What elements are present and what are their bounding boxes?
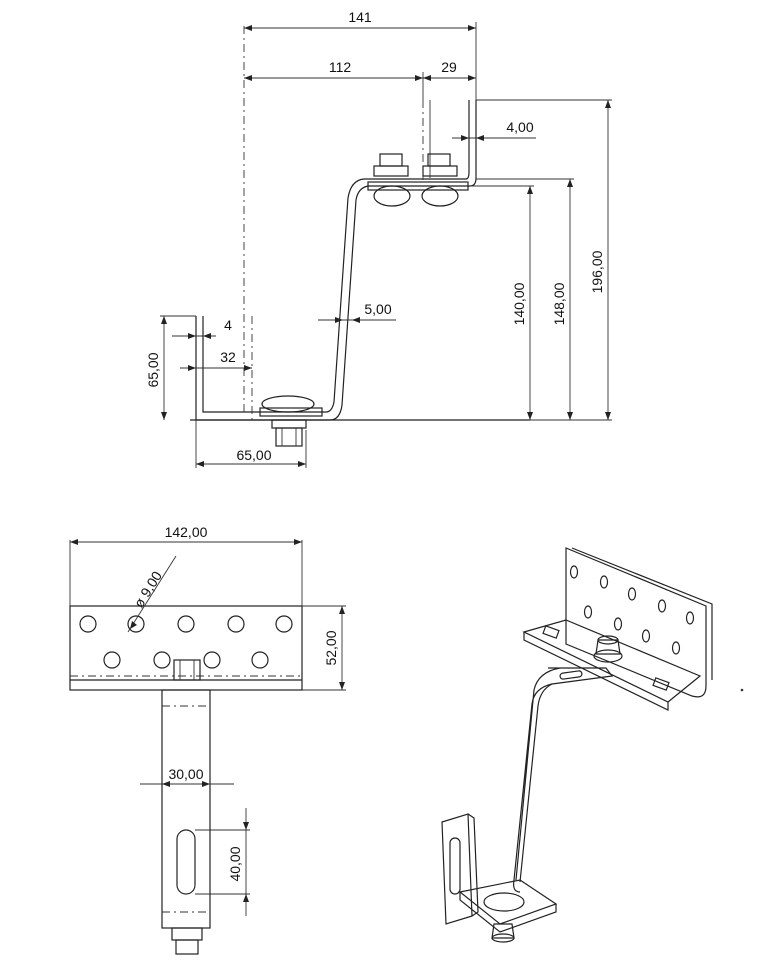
bracket-profile <box>195 100 477 421</box>
dim-overall-width: 141 <box>348 9 372 25</box>
plate-nut <box>173 659 201 681</box>
bottom-nut <box>171 927 203 941</box>
top-bolt-assembly <box>367 153 469 207</box>
dim-base-thickness: 4 <box>224 317 232 333</box>
dim-top-thickness: 4,00 <box>506 119 533 135</box>
iso-bottom-nut <box>491 923 515 943</box>
dim-shank-thickness: 5,00 <box>364 301 391 317</box>
dim-base-width: 65,00 <box>236 447 271 463</box>
iso-flange-holes <box>569 565 695 655</box>
dim-arm-length: 112 <box>329 59 352 75</box>
iso-top-nut <box>593 635 623 663</box>
iso-base-washer <box>483 892 525 912</box>
slot <box>176 829 196 895</box>
shank <box>161 689 211 929</box>
iso-top-plate <box>522 619 702 703</box>
isometric-view <box>441 547 744 943</box>
iso-shank <box>513 667 614 893</box>
dim-height-196: 196,00 <box>589 250 605 293</box>
dim-slot-length: 40,00 <box>227 846 243 881</box>
iso-top-flange <box>565 547 707 698</box>
dim-height-140: 140,00 <box>511 282 527 325</box>
iso-slot <box>449 837 461 895</box>
base-bolt-assembly <box>259 395 323 447</box>
iso-base-flange <box>441 813 473 925</box>
dim-shank-width: 30,00 <box>168 766 203 782</box>
dim-plate-width: 142,00 <box>165 524 208 540</box>
hole-row-lower <box>103 651 269 669</box>
dim-base-offset: 32 <box>220 349 236 365</box>
dim-height-148: 148,00 <box>551 282 567 325</box>
dim-base-height: 65,00 <box>145 352 161 387</box>
front-view: 142,00 ø 9,00 52,00 30,00 40,00 <box>69 524 346 955</box>
side-view: 141 112 29 4,00 5,00 4 32 65,00 65,0 <box>145 9 612 468</box>
dim-hole-diameter: ø 9,00 <box>130 568 165 610</box>
dim-top-flange: 29 <box>441 59 457 75</box>
dim-plate-height: 52,00 <box>323 630 339 665</box>
hole-row-upper <box>79 615 293 633</box>
